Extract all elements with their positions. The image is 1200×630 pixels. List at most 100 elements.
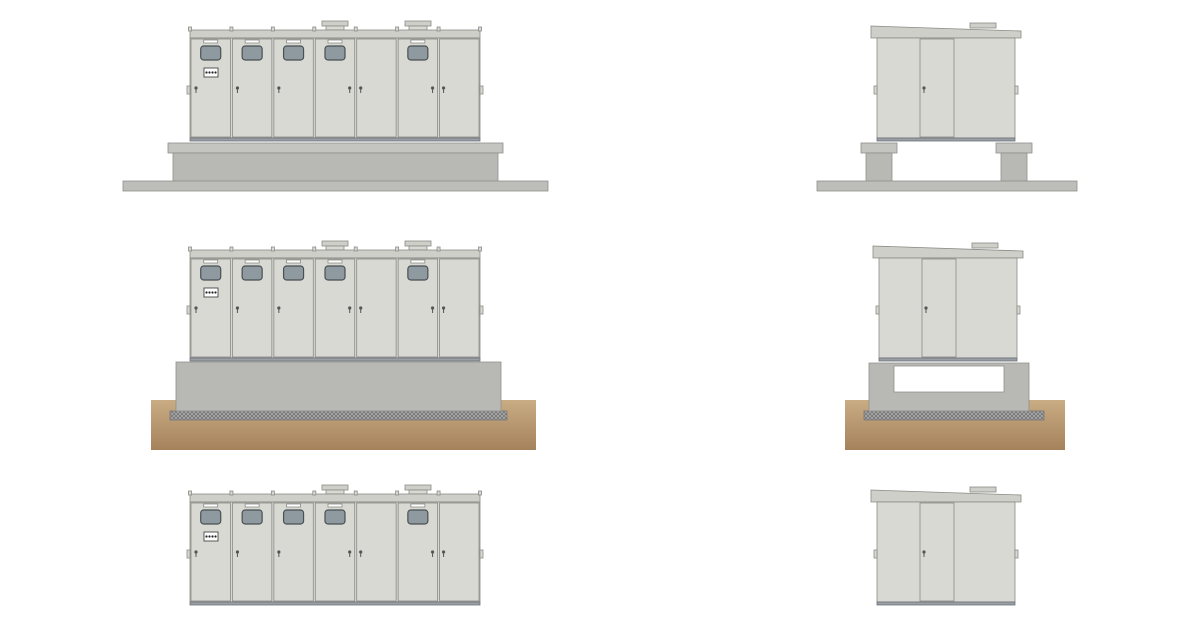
door-nameplate: [410, 259, 426, 264]
indicator-lamp: [208, 535, 211, 538]
door-window: [407, 265, 429, 281]
indicator-lamp: [214, 535, 217, 538]
roof-vent-2: [404, 484, 432, 491]
door-handle: [430, 306, 435, 310]
side-roof: [872, 245, 1024, 259]
side-door-handle-stem: [925, 309, 927, 313]
side-hinge-right: [479, 549, 484, 559]
side-door-handle: [922, 86, 926, 90]
door-panel: [356, 38, 397, 138]
cabinet-base-rail: [189, 601, 481, 606]
lifting-lug: [188, 246, 192, 252]
door-handle: [348, 86, 352, 90]
lifting-lug: [188, 26, 192, 32]
side-roof-vent: [969, 486, 997, 493]
door-handle: [348, 550, 352, 554]
front-plinth-cap: [167, 142, 504, 154]
door-handle-stem: [349, 553, 351, 557]
indicator-block: [203, 531, 219, 542]
door-handle-stem: [432, 553, 434, 557]
side-door-handle: [924, 306, 928, 310]
door-handle-stem: [195, 89, 197, 93]
door-nameplate: [327, 39, 343, 44]
side-hinge-right: [1014, 85, 1019, 95]
indicator-lamp: [208, 291, 211, 294]
door-nameplate: [327, 503, 343, 508]
cabinet-roof-strip: [189, 493, 481, 503]
side-door: [919, 38, 955, 138]
door-nameplate: [286, 39, 301, 44]
door-handle-stem: [236, 89, 238, 93]
door-handle-stem: [278, 309, 280, 313]
door-handle: [348, 306, 352, 310]
door-nameplate: [203, 259, 219, 264]
cabinet-base-rail: [189, 137, 481, 142]
front-plinth: [172, 152, 499, 183]
side-roof: [870, 489, 1022, 503]
roof-vent-1: [321, 240, 349, 247]
side-beam-left: [865, 152, 893, 183]
door-window: [241, 509, 263, 525]
lifting-lug: [478, 26, 482, 32]
side-roof-vent: [971, 242, 999, 249]
door-handle: [194, 306, 198, 310]
door-nameplate: [286, 503, 301, 508]
front-cabinet: [186, 20, 484, 142]
door-handle: [277, 306, 281, 310]
door-handle: [359, 306, 363, 310]
door-handle-stem: [349, 89, 351, 93]
door-handle-stem: [278, 553, 280, 557]
door-window: [282, 509, 305, 525]
indicator-lamp: [211, 535, 214, 538]
side-door-handle-stem: [923, 553, 925, 557]
door-handle: [235, 306, 240, 310]
side-beam-right: [1000, 152, 1028, 183]
roof-vent-neck-2: [408, 489, 428, 495]
lifting-lug: [229, 26, 234, 32]
side-ground-slab: [816, 180, 1078, 192]
lifting-lug: [395, 490, 400, 496]
side-door-handle-stem: [923, 89, 925, 93]
indicator-lamp: [205, 535, 208, 538]
side-hinge-right: [1016, 305, 1021, 315]
side-hinge-right: [479, 85, 484, 95]
door-nameplate: [410, 39, 426, 44]
side-cabinet: [872, 242, 1024, 362]
side-base-rail: [878, 357, 1018, 362]
lifting-lug: [229, 246, 234, 252]
side-hinge-left: [186, 549, 191, 559]
side-hinge-left: [873, 85, 878, 95]
door-nameplate: [286, 259, 301, 264]
variant-unit-only: [186, 484, 1022, 606]
indicator-lamp: [214, 71, 217, 74]
side-cabinet: [870, 486, 1022, 606]
front-ground-slab: [122, 180, 549, 192]
indicator-block: [203, 287, 219, 298]
door-nameplate: [244, 259, 260, 264]
side-hinge-left: [186, 85, 191, 95]
door-handle: [441, 550, 446, 554]
lifting-lug: [353, 26, 358, 32]
roof-vent-neck-2: [408, 25, 428, 31]
door-handle: [277, 86, 281, 90]
roof-vent-2: [404, 240, 432, 247]
door-window: [407, 45, 429, 61]
side-foundation-frame: [868, 362, 1030, 412]
lifting-lug: [395, 26, 400, 32]
side-roof: [870, 25, 1022, 39]
roof-vent-1: [321, 20, 349, 27]
variant-on-buried-foundation: [151, 240, 1065, 450]
indicator-lamp: [205, 291, 208, 294]
roof-vent-neck-1: [325, 25, 345, 31]
door-window: [282, 265, 305, 281]
cabinet-roof-strip: [189, 29, 481, 39]
door-handle: [359, 86, 363, 90]
lifting-lug: [436, 26, 441, 32]
door-window: [324, 509, 346, 525]
side-cabinet: [870, 22, 1022, 142]
door-handle-stem: [349, 309, 351, 313]
door-nameplate: [244, 503, 260, 508]
variant-on-beam-base: [122, 20, 1078, 192]
side-roof-vent: [969, 22, 997, 29]
